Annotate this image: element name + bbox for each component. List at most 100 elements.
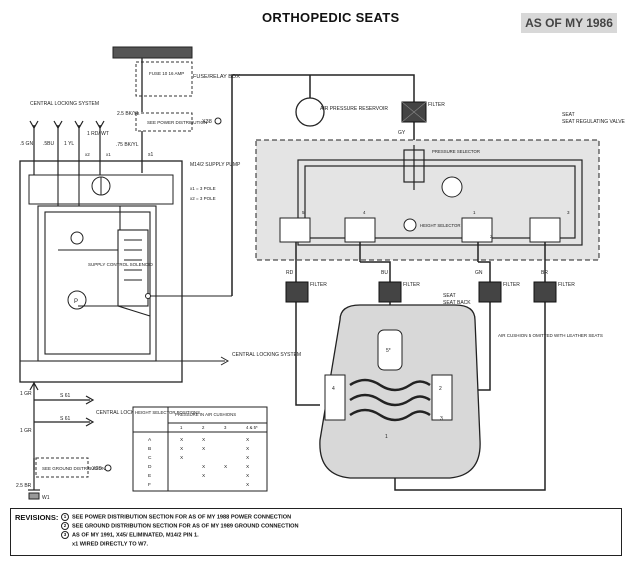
seat-regulating-valve-label: SEAT REGULATING VALVE <box>562 119 626 125</box>
table-cell-mark: X <box>224 464 228 470</box>
cushion-3-label: 3 <box>440 416 443 422</box>
table-cell-mark: X <box>246 464 250 470</box>
revision-text: x1 WIRED DIRECTLY TO W7. <box>72 541 149 548</box>
filter-gn-icon <box>478 281 502 303</box>
wire-1gr-b: 1 GR <box>20 428 32 434</box>
filter-bu-label: FILTER <box>403 282 420 288</box>
filter-br-icon <box>533 281 557 303</box>
supply-control-solenoid-label: SUPPLY CONTROL SOLENOID <box>88 262 154 267</box>
air-port-icon <box>145 293 151 299</box>
seat-regulating-valve-label-1: SEAT <box>562 112 575 118</box>
central-locking-label-top: CENTRAL LOCKING SYSTEM <box>30 101 99 107</box>
pin-x2: x2 <box>85 152 90 157</box>
central-locking-label-low: CENTRAL LOCKING SYSTEM <box>96 410 165 416</box>
hose-bu: BU <box>381 270 388 276</box>
table-cell-mark: X <box>180 446 184 452</box>
ground-w1-label: W1 <box>42 495 50 501</box>
schematic-drawing: FUSE 10 16 AMP FUSE/RELAY BOX 2.5 BK/YL … <box>16 46 626 501</box>
table-cell-mark: X <box>246 446 250 452</box>
height-selector-label: HEIGHT SELECTOR <box>420 223 460 228</box>
filter-rd-icon <box>285 281 309 303</box>
connector-s1: s1 <box>148 152 154 158</box>
table-cell-mark: X <box>246 473 250 479</box>
table-subheader: 4 & 5* <box>246 425 258 430</box>
central-locking-label-mid: CENTRAL LOCKING SYSTEM <box>232 352 301 358</box>
seat-back-outline <box>319 304 481 479</box>
revision-text: SEE GROUND DISTRIBUTION SECTION FOR AS O… <box>72 523 299 530</box>
lumbar-cushions <box>349 378 431 422</box>
table-subheader: 3 <box>224 425 227 430</box>
air-cushion-note: AIR CUSHION 5 OMITTED WITH LEATHER SEATS <box>498 333 603 338</box>
filter-row <box>285 281 557 303</box>
revision-item: x1 WIRED DIRECTLY TO W7. <box>61 540 299 549</box>
wire-5gn: .5 GN <box>20 141 33 147</box>
table-header-positions: HEIGHT SELECTOR POSITIONS <box>135 410 200 415</box>
fuse-box-header <box>112 46 193 59</box>
filter-rd-label: FILTER <box>310 282 327 288</box>
air-cushion-5 <box>377 329 403 371</box>
revisions-label: REVISIONS: <box>15 513 59 522</box>
table-cell-mark: X <box>202 464 206 470</box>
wire-25br: 2.5 BR <box>16 483 32 489</box>
connector-x29: X29 <box>92 466 102 472</box>
revision-marker-1-icon <box>214 117 222 125</box>
air-pressure-reservoir-icon <box>295 97 325 127</box>
filter-br-label: FILTER <box>558 282 575 288</box>
cushion-5-label: 5* <box>386 348 391 354</box>
table-row-position: F <box>148 482 151 488</box>
table-cell-mark: X <box>202 473 206 479</box>
table-header-pressure: PRESSURE IN AIR CUSHIONS <box>175 412 236 417</box>
revision-number <box>61 540 69 548</box>
m14-label: M14/2 SUPPLY PUMP <box>190 162 241 168</box>
table-cell-mark: X <box>180 437 184 443</box>
revision-number: 2 <box>61 521 69 530</box>
s61-b: S 61 <box>60 416 71 422</box>
see-ground-distribution: SEE GROUND DISTRIBUTION <box>42 466 105 471</box>
wire-1yl: 1 YL <box>64 141 74 147</box>
ground-distribution-ref <box>35 457 89 478</box>
table-cell-mark: X <box>246 455 250 461</box>
pump-p-icon <box>67 290 87 310</box>
seat-back-label: SEAT BACK <box>443 300 471 306</box>
see-power-distribution: SEE POWER DISTRIBUTION <box>147 120 207 125</box>
port-label-2: 2 <box>490 234 493 239</box>
wire-label-75bkyl: .75 BK/YL <box>116 142 139 148</box>
height-selector-knob-icon <box>403 218 417 232</box>
pressure-selector-label: PRESSURE SELECTOR <box>432 149 480 154</box>
height-selector-table <box>132 406 268 492</box>
hose-br: BR <box>541 270 548 276</box>
revision-marker-2-icon <box>104 464 112 472</box>
fuse-label: FUSE 10 16 AMP <box>149 71 184 76</box>
seat-back-label-1: SEAT <box>443 293 456 299</box>
pump-control-module <box>28 174 174 205</box>
motor-m-icon <box>70 231 84 245</box>
revision-number: 3 <box>61 530 69 539</box>
table-row-position: C <box>148 455 152 461</box>
cushion-4-label: 4 <box>332 386 335 392</box>
table-row-position: B <box>148 446 151 452</box>
wire-5bu: .5BU <box>43 141 55 147</box>
port-label-3: 3 <box>567 210 570 215</box>
hose-rd: RD <box>286 270 294 276</box>
filter-gn-label: FILTER <box>503 282 520 288</box>
air-cushion-4-right <box>431 374 453 421</box>
revision-number: 1 <box>61 513 69 521</box>
air-cushion-4-left <box>324 374 346 421</box>
port-label-1: 1 <box>473 210 476 215</box>
valve-manifolds <box>279 217 561 243</box>
revision-text: SEE POWER DISTRIBUTION SECTION FOR AS OF… <box>72 514 292 521</box>
x1-pole-label: x1 = 3 POLE <box>190 186 216 191</box>
pressure-gauge-icon <box>441 176 463 198</box>
table-row-position: E <box>148 473 151 479</box>
model-year-badge: AS OF MY 1986 <box>521 13 617 33</box>
table-cell-mark: X <box>202 446 206 452</box>
cushion-1-label: 1 <box>385 434 388 440</box>
table-cell-mark: X <box>246 437 250 443</box>
table-cell-mark: X <box>246 482 250 488</box>
